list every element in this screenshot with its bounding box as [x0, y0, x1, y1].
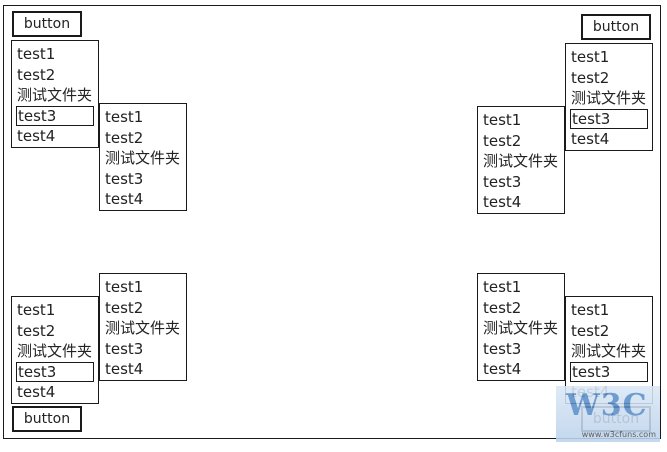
menu-item-test2[interactable]: test2: [17, 65, 56, 84]
menu-item-test3[interactable]: test3: [16, 105, 94, 126]
submenu-item-test1[interactable]: test1: [483, 278, 522, 296]
menu-item-test4[interactable]: test4: [17, 127, 56, 145]
submenu-item-test4[interactable]: test4: [105, 360, 144, 378]
bottom-left-submenu: test1 test2 测试文件夹 test3 test4: [99, 273, 187, 381]
submenu-item-folder[interactable]: 测试文件夹: [105, 319, 181, 337]
submenu-item-test3[interactable]: test3: [105, 339, 144, 358]
menu-item-test1[interactable]: test1: [17, 45, 56, 63]
watermark-url: www.w3cfuns.com: [581, 430, 656, 439]
menu-item-test1[interactable]: test1: [17, 301, 56, 319]
top-right-menu: test1 test2 测试文件夹 test3 test4: [565, 43, 653, 151]
top-left-button[interactable]: button: [12, 11, 82, 37]
submenu-item-test2[interactable]: test2: [483, 298, 522, 317]
bottom-left-menu: test1 test2 测试文件夹 test3 test4: [11, 296, 99, 404]
menu-item-folder[interactable]: 测试文件夹: [571, 89, 647, 107]
submenu-item-test1[interactable]: test1: [105, 278, 144, 296]
menu-item-test3[interactable]: test3: [570, 108, 648, 129]
top-left-menu: test1 test2 测试文件夹 test3 test4: [11, 40, 99, 148]
submenu-item-test1[interactable]: test1: [483, 111, 522, 129]
submenu-item-test3[interactable]: test3: [483, 339, 522, 358]
menu-item-test2[interactable]: test2: [571, 68, 610, 87]
submenu-item-test4[interactable]: test4: [483, 193, 522, 211]
menu-item-folder[interactable]: 测试文件夹: [17, 86, 93, 104]
top-left-submenu: test1 test2 测试文件夹 test3 test4: [99, 103, 187, 211]
menu-item-folder[interactable]: 测试文件夹: [17, 342, 93, 360]
menu-item-test2[interactable]: test2: [571, 321, 610, 340]
menu-item-folder[interactable]: 测试文件夹: [571, 342, 647, 360]
menu-item-test1[interactable]: test1: [571, 301, 610, 319]
menu-item-test4[interactable]: test4: [571, 130, 610, 148]
menu-item-test1[interactable]: test1: [571, 48, 610, 66]
submenu-item-test4[interactable]: test4: [105, 190, 144, 208]
watermark-logo: W3C: [566, 388, 648, 423]
submenu-item-folder[interactable]: 测试文件夹: [483, 319, 559, 337]
submenu-item-test2[interactable]: test2: [483, 131, 522, 150]
menu-item-test3[interactable]: test3: [16, 361, 94, 382]
submenu-item-test3[interactable]: test3: [483, 172, 522, 191]
submenu-item-test2[interactable]: test2: [105, 128, 144, 147]
submenu-item-test4[interactable]: test4: [483, 360, 522, 378]
watermark: W3C www.w3cfuns.com: [556, 386, 660, 442]
submenu-item-test3[interactable]: test3: [105, 169, 144, 188]
menu-item-test2[interactable]: test2: [17, 321, 56, 340]
submenu-item-folder[interactable]: 测试文件夹: [483, 152, 559, 170]
menu-item-test4[interactable]: test4: [17, 383, 56, 401]
submenu-item-test2[interactable]: test2: [105, 298, 144, 317]
bottom-left-button[interactable]: button: [12, 406, 82, 432]
submenu-item-test1[interactable]: test1: [105, 108, 144, 126]
demo-frame: [3, 5, 661, 439]
bottom-right-submenu: test1 test2 测试文件夹 test3 test4: [477, 273, 565, 381]
submenu-item-folder[interactable]: 测试文件夹: [105, 149, 181, 167]
top-right-submenu: test1 test2 测试文件夹 test3 test4: [477, 106, 565, 214]
top-right-button[interactable]: button: [581, 14, 651, 40]
menu-item-test3[interactable]: test3: [570, 361, 648, 382]
